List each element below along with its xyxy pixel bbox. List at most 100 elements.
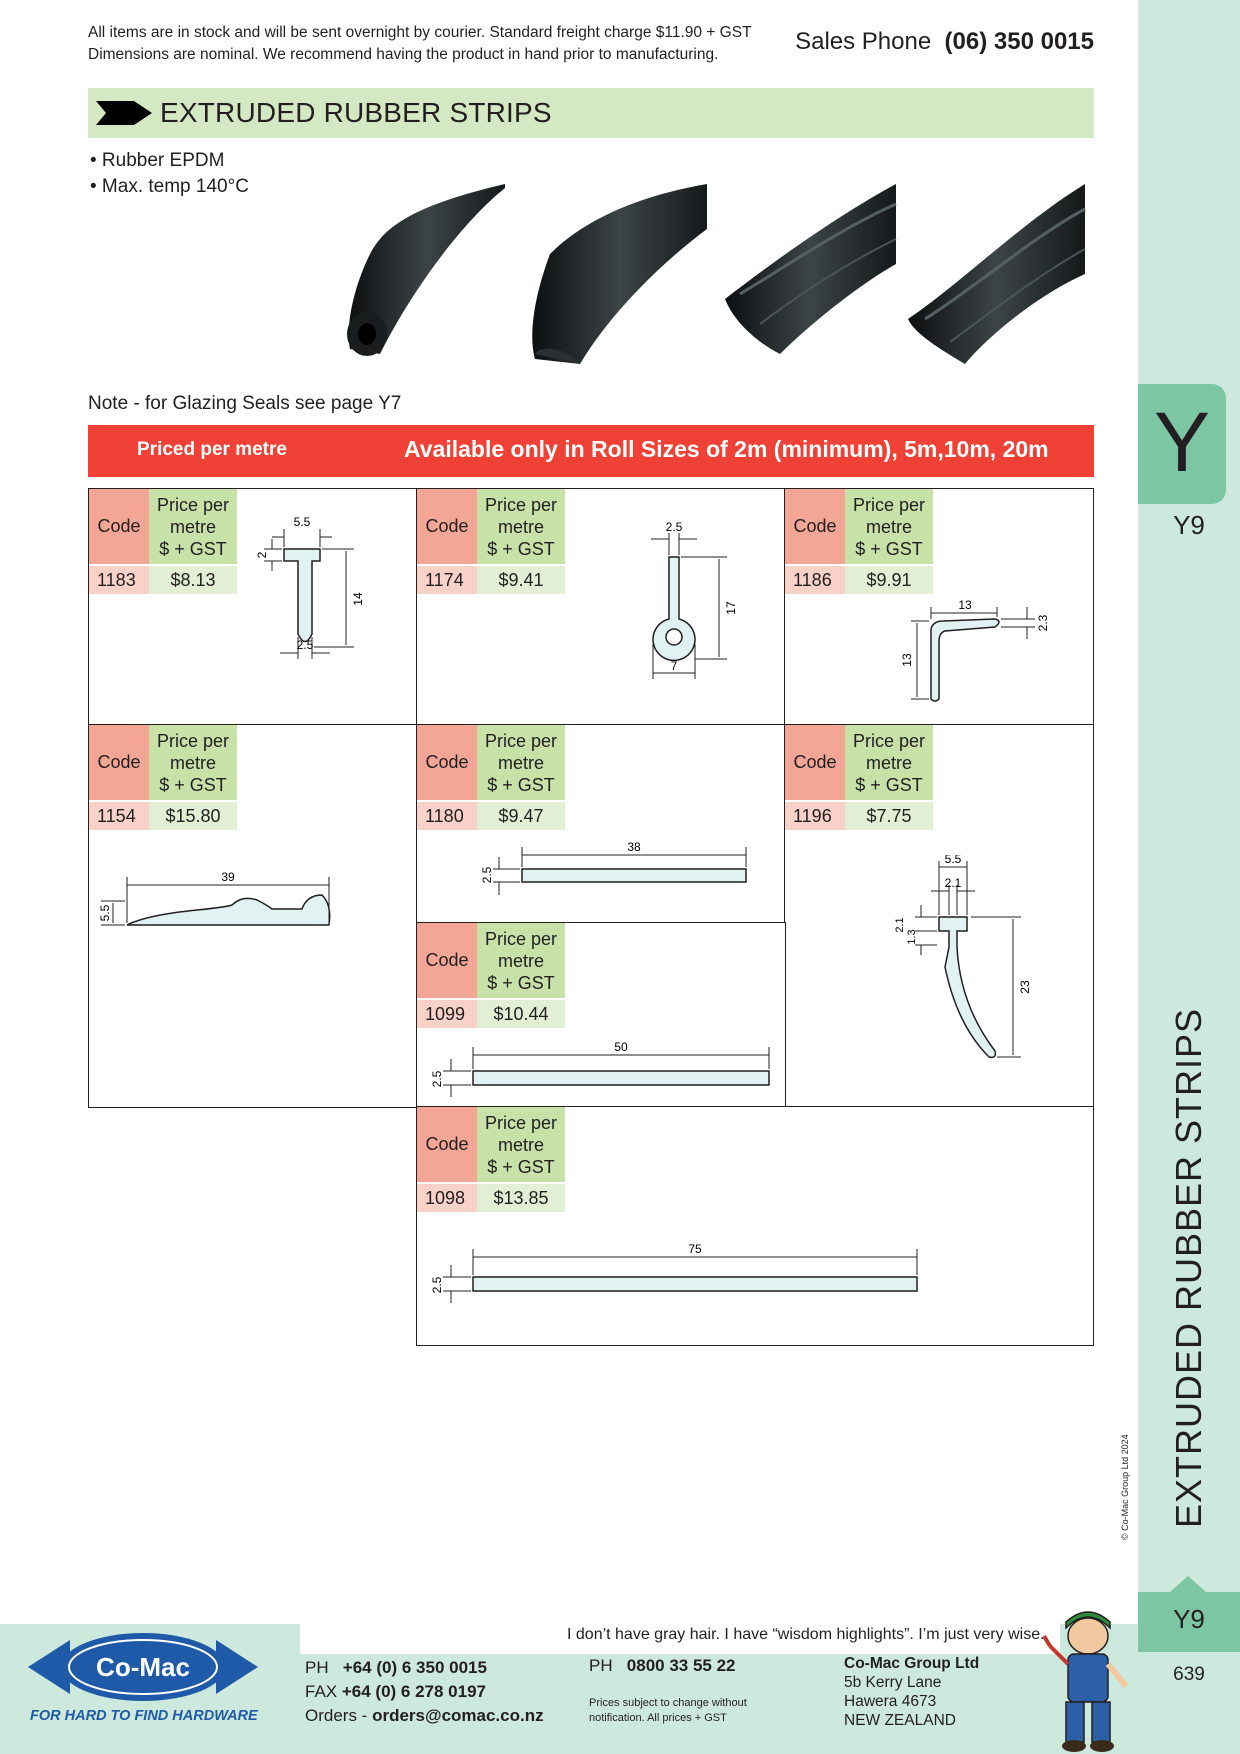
product-price: $9.47 (477, 802, 565, 830)
dim-label: 38 (627, 840, 641, 854)
dim-label: 13 (900, 653, 914, 667)
code-header: Code (785, 725, 845, 800)
rubber-strip-photo (347, 184, 505, 356)
spec-list: • Rubber EPDM • Max. temp 140°C (90, 148, 249, 200)
sales-phone: Sales Phone (06) 350 0015 (780, 28, 1094, 56)
section-tab (1138, 384, 1226, 504)
orders-label: Orders - (305, 1706, 368, 1725)
code-header: Code (417, 1107, 477, 1182)
code-header: Code (417, 489, 477, 564)
sales-phone-number: (06) 350 0015 (944, 28, 1094, 55)
code-header: Code (89, 489, 149, 564)
header-line-1: All items are in stock and will be sent … (88, 24, 752, 41)
profile-diagram: 38 2.5 (480, 840, 747, 895)
dim-label: 17 (724, 601, 738, 615)
dim-label: 2.3 (1036, 614, 1050, 631)
price-disclaimer: Prices subject to change without notific… (589, 1697, 747, 1724)
page-code-box (1138, 1592, 1240, 1652)
dim-label: 13 (958, 599, 972, 612)
dim-label: 2.5 (430, 1070, 444, 1087)
footer-contact: PH +64 (0) 6 350 0015 FAX +64 (0) 6 278 … (305, 1656, 544, 1728)
section-letter: Y (1153, 395, 1211, 489)
product-price: $8.13 (149, 566, 237, 594)
dim-label: 5.5 (98, 904, 112, 921)
address-line: NEW ZEALAND (844, 1712, 956, 1729)
company-address: Co-Mac Group Ltd 5b Kerry Lane Hawera 46… (844, 1654, 979, 1730)
product-code: 1186 (785, 566, 845, 594)
dim-label: 50 (614, 1040, 628, 1054)
profile-diagram: 2.5 17 7 (651, 520, 738, 679)
rubber-strip-photo (725, 184, 897, 354)
dim-label: 2.5 (297, 638, 314, 652)
tagline: FOR HARD TO FIND HARDWARE (30, 1708, 258, 1724)
code-header: Code (417, 725, 477, 800)
spec-item: • Max. temp 140°C (90, 176, 249, 197)
ph-label: PH (305, 1658, 329, 1677)
dim-label: 2.1 (894, 917, 906, 932)
product-price: $9.41 (477, 566, 565, 594)
product-code: 1180 (417, 802, 477, 830)
header-notice: All items are in stock and will be sent … (88, 22, 788, 66)
orders-email[interactable]: orders@comac.co.nz (372, 1706, 544, 1725)
product-price: $7.75 (845, 802, 933, 830)
product-code: 1098 (417, 1184, 477, 1212)
product-photos (347, 184, 1086, 364)
dim-label: 2.5 (430, 1276, 444, 1293)
dim-label: 14 (351, 592, 365, 606)
code-header: Code (417, 923, 477, 998)
title-bar (88, 88, 1094, 138)
sales-phone-label: Sales Phone (795, 28, 932, 55)
product-price: $13.85 (477, 1184, 565, 1212)
phone-number: +64 (0) 6 350 0015 (342, 1658, 487, 1677)
code-header: Code (89, 725, 149, 800)
product-price: $15.80 (149, 802, 237, 830)
arrow-icon (96, 101, 152, 125)
page-code-arrow (1170, 1576, 1206, 1592)
rubber-strip-photo (908, 184, 1086, 364)
fax-number: +64 (0) 6 278 0197 (341, 1682, 487, 1701)
address-line: 5b Kerry Lane (844, 1674, 942, 1691)
banner-left-text: Priced per metre (137, 439, 287, 460)
freephone-number: 0800 33 55 22 (626, 1656, 736, 1675)
page-title: EXTRUDED RUBBER STRIPS (160, 97, 552, 128)
profile-diagram: 13 2.3 13 (900, 599, 1050, 702)
profile-diagram: 39 5.5 (98, 870, 331, 926)
header-line-2: Dimensions are nominal. We recommend hav… (88, 46, 719, 63)
dim-label: 23 (1018, 980, 1032, 994)
ph2-label: PH (589, 1656, 613, 1675)
glazing-note: Note - for Glazing Seals see page Y7 (88, 393, 402, 414)
product-code: 1174 (417, 566, 477, 594)
profile-diagram: 50 2.5 (430, 1040, 770, 1097)
comac-logo: Co-Mac (28, 1633, 258, 1701)
footer-quote: I don’t have gray hair. I have “wisdom h… (567, 1626, 1045, 1643)
vertical-title: EXTRUDED RUBBER STRIPS (1168, 1007, 1209, 1529)
logo-text: Co-Mac (96, 1652, 190, 1682)
code-header: Code (785, 489, 845, 564)
profile-diagram: 75 2.5 (430, 1242, 918, 1303)
product-code: 1196 (785, 802, 845, 830)
dim-label: 2.5 (480, 866, 494, 883)
banner-right-text: Available only in Roll Sizes of 2m (mini… (404, 436, 1049, 462)
sidebar (1138, 0, 1240, 1754)
dim-label: 2.5 (666, 520, 683, 534)
pricing-banner (88, 425, 1094, 477)
spec-item: • Rubber EPDM (90, 150, 225, 171)
dim-label: 5.5 (945, 855, 962, 866)
dim-label: 7 (671, 659, 678, 673)
dim-label: 39 (221, 870, 235, 884)
product-code: 1183 (89, 566, 149, 594)
product-price: $10.44 (477, 1000, 565, 1028)
